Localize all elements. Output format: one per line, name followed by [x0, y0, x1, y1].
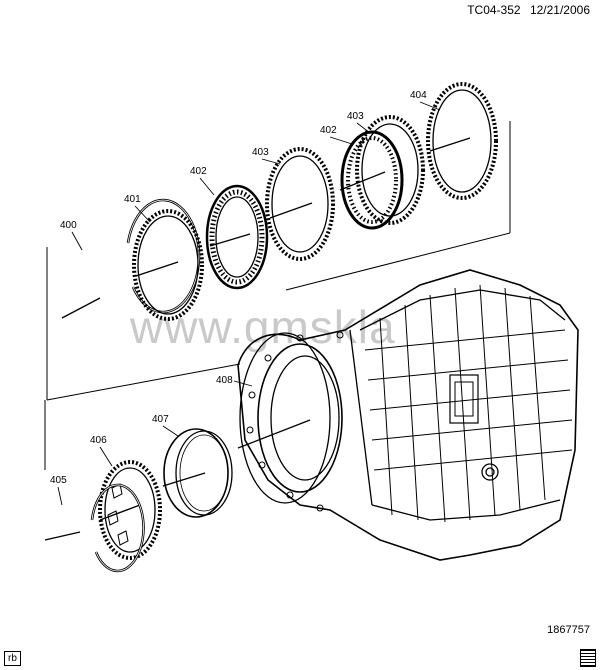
alignment-lines	[44, 121, 511, 470]
part-404-plate	[426, 82, 498, 200]
diagram-date: 12/21/2006	[529, 3, 590, 17]
callout-403-right: 403	[347, 111, 364, 122]
part-405-snap-ring	[44, 483, 145, 573]
part-402-friction-plate	[205, 184, 269, 290]
callout-405: 405	[50, 475, 67, 486]
callout-404: 404	[410, 90, 427, 101]
footer-tag: rb	[4, 651, 21, 666]
diagram-header: TC04-352 12/21/2006	[467, 3, 590, 17]
diagram-code: TC04-352	[467, 3, 521, 17]
part-403-steel-plate	[265, 147, 335, 261]
callout-labels: 400 401 402 403 402 403 404 405 406 407 …	[50, 90, 427, 486]
part-408-transmission-case	[237, 269, 579, 561]
callout-401: 401	[124, 194, 141, 205]
figure-number: 1867757	[547, 624, 590, 636]
part-407-piston-housing	[162, 428, 233, 518]
callout-leaders	[57, 101, 441, 506]
callout-403-left: 403	[252, 147, 269, 158]
part-402-403-plate-stack	[339, 115, 425, 230]
part-406-spring-retainer	[98, 460, 162, 560]
callout-406: 406	[90, 435, 107, 446]
callout-402-right: 402	[320, 125, 337, 136]
part-400-snap-ring	[61, 198, 201, 319]
callout-402-left: 402	[190, 166, 207, 177]
callout-400: 400	[60, 220, 77, 231]
part-401-backing-plate	[132, 209, 204, 321]
callout-408: 408	[216, 375, 233, 386]
corner-mark-icon	[580, 649, 596, 667]
callout-407: 407	[152, 414, 169, 425]
